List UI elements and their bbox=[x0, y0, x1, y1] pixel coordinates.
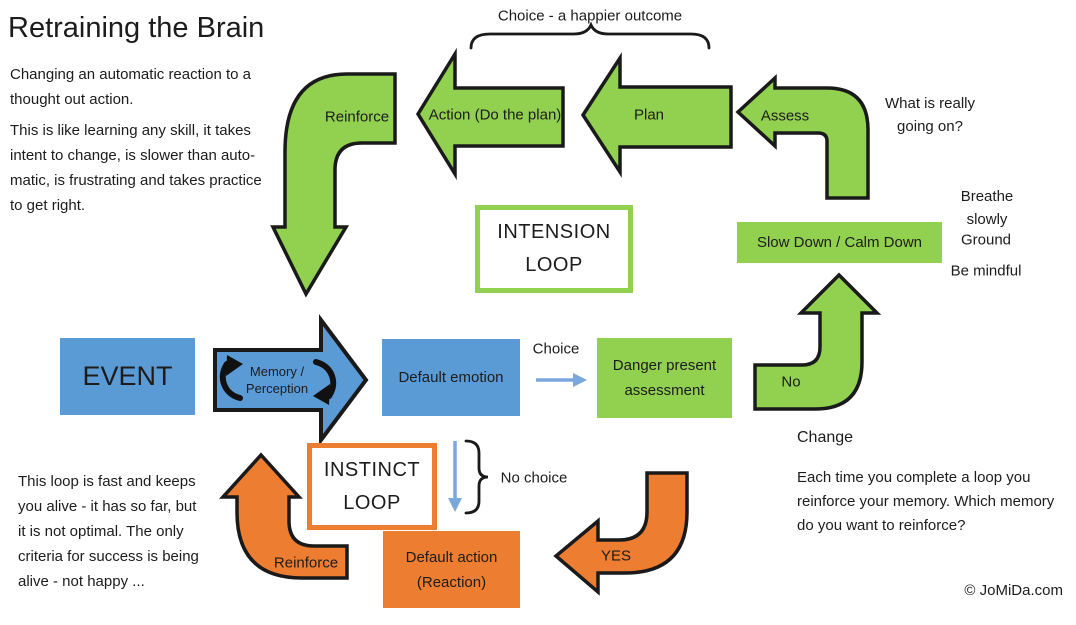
intro-paragraph-2: This is like learning any skill, it take… bbox=[10, 122, 262, 214]
tip-ground-label: Ground bbox=[960, 231, 1012, 249]
cycle-arrow-right-icon-head bbox=[313, 384, 330, 405]
instinct-loop-box: INSTINCT LOOP bbox=[307, 443, 437, 530]
page-title: Retraining the Brain bbox=[8, 12, 265, 44]
change-heading: Change bbox=[797, 429, 854, 446]
choice-label: Choice bbox=[532, 340, 580, 358]
reinforce-up-arrow-shape bbox=[219, 452, 349, 580]
assess-bent-arrow-shape bbox=[735, 74, 870, 200]
instinct-note: This loop is fast and keeps you alive - … bbox=[18, 473, 199, 590]
reinforce-up-label: Reinforce bbox=[273, 554, 339, 572]
copyright: © JoMiDa.com bbox=[964, 582, 1063, 599]
no-choice-label: No choice bbox=[500, 469, 568, 487]
plan-label: Plan bbox=[633, 106, 665, 124]
memory-perception-arrow-shape bbox=[213, 314, 369, 446]
yes-bent-arrow-shape bbox=[553, 471, 689, 596]
tip-breathe-label: Breathe slowly bbox=[960, 188, 1014, 228]
outcome-brace bbox=[469, 21, 711, 50]
cycle-arrow-right-icon bbox=[313, 359, 337, 399]
default-action-box: Default action (Reaction) bbox=[383, 531, 520, 608]
memory-perception-label: Memory / Perception bbox=[245, 364, 309, 396]
outcome-label: Choice - a happier outcome bbox=[497, 7, 683, 25]
change-body: Each time you complete a loop you reinfo… bbox=[797, 469, 1055, 534]
no-label: No bbox=[781, 373, 801, 391]
cycle-arrow-left-icon bbox=[219, 361, 243, 401]
choice-arrow-head bbox=[573, 373, 587, 387]
question-label: What is really going on? bbox=[884, 95, 976, 135]
intro-paragraph-1: Changing an automatic reaction to a thou… bbox=[10, 66, 251, 108]
default-emotion-box: Default emotion bbox=[382, 339, 520, 416]
reinforce-down-arrow-shape bbox=[270, 72, 397, 298]
event-box: EVENT bbox=[60, 338, 195, 415]
calm-down-box: Slow Down / Calm Down bbox=[737, 222, 942, 263]
no-choice-brace bbox=[464, 439, 489, 515]
action-label: Action (Do the plan) bbox=[428, 106, 562, 124]
intension-loop-box: INTENSION LOOP bbox=[475, 205, 633, 293]
tip-mindful-label: Be mindful bbox=[950, 262, 1022, 280]
danger-assessment-box: Danger present assessment bbox=[597, 338, 732, 418]
plan-arrow-shape bbox=[580, 52, 733, 178]
yes-label: YES bbox=[600, 547, 632, 565]
reinforce-down-label: Reinforce bbox=[324, 108, 390, 126]
cycle-arrow-left-icon-head bbox=[226, 355, 243, 376]
assess-label: Assess bbox=[760, 107, 810, 125]
no-choice-arrow-head bbox=[448, 498, 462, 512]
action-arrow-shape bbox=[415, 47, 565, 181]
no-bent-arrow-shape bbox=[753, 272, 882, 411]
